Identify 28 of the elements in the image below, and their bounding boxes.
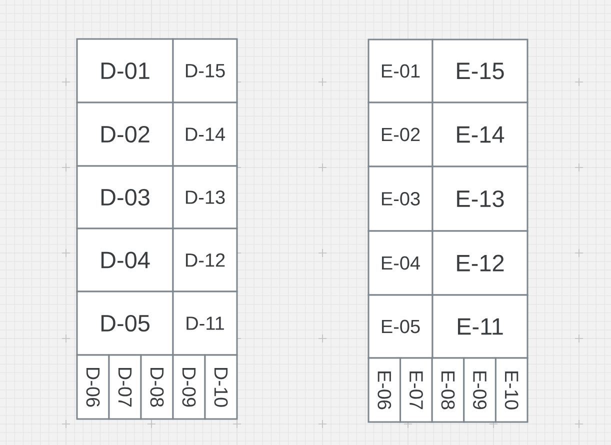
slot-box: D-13	[172, 165, 238, 230]
slot-box: D-03	[76, 165, 174, 230]
slot-box: E-14	[432, 102, 528, 168]
slot-box: E-04	[368, 230, 434, 296]
slot-box: D-06	[76, 354, 110, 420]
slot-box: E-12	[432, 230, 528, 296]
slot-box: E-07	[400, 357, 433, 423]
slot-box: D-11	[172, 290, 238, 356]
slot-box: E-15	[432, 38, 528, 104]
slot-box: E-05	[368, 294, 434, 359]
slot-box: D-14	[172, 102, 238, 167]
slot-box: D-07	[108, 354, 142, 420]
slot-box: E-09	[463, 357, 496, 423]
slot-box: E-08	[431, 357, 465, 423]
slot-box: D-12	[172, 228, 238, 292]
slot-box: E-01	[368, 38, 434, 104]
slot-box: D-15	[172, 38, 238, 104]
slot-box: D-04	[76, 228, 174, 292]
slot-box: E-13	[432, 166, 528, 232]
slot-box: E-03	[368, 166, 434, 232]
slot-box: E-02	[368, 102, 434, 168]
slot-box: D-08	[140, 354, 174, 420]
slot-box: E-06	[368, 357, 402, 423]
slot-box: D-10	[204, 354, 238, 420]
slot-box: D-01	[76, 38, 174, 104]
slot-box: E-10	[494, 357, 528, 423]
slot-box: D-09	[172, 354, 206, 420]
slot-box: D-02	[76, 102, 174, 167]
